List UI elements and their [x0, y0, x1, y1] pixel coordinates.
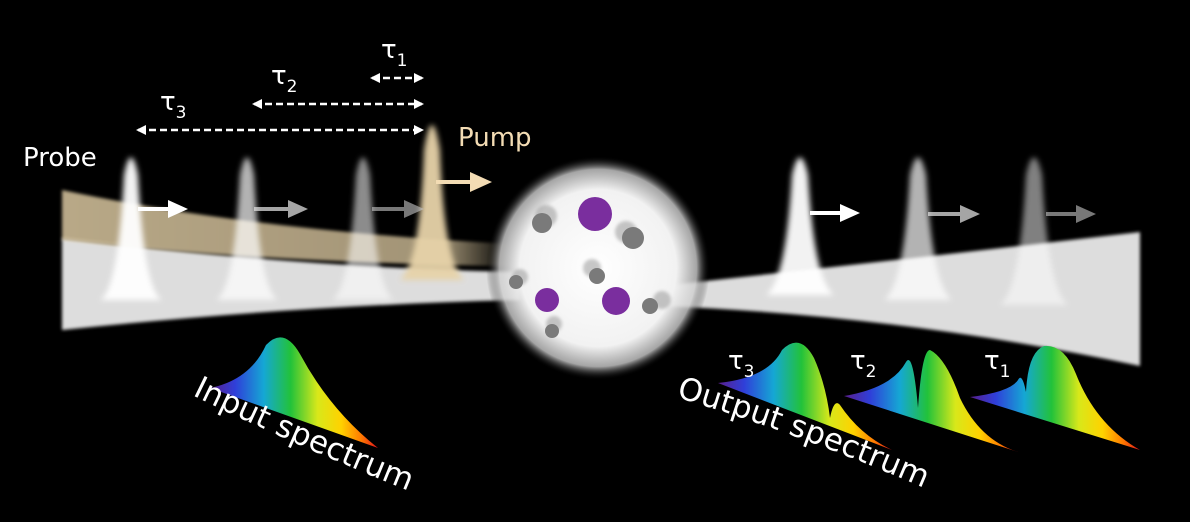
atom-large: [535, 288, 559, 312]
tau3-label: τ3: [160, 87, 186, 123]
atom-large: [602, 287, 630, 315]
atom-small: [545, 324, 559, 338]
pump-label: Pump: [458, 123, 532, 153]
probe-pulses-output: [766, 157, 1068, 305]
atom-small: [642, 298, 658, 314]
atom-small: [532, 213, 552, 233]
probe-pulses-input: [100, 157, 394, 300]
atoms: [509, 197, 671, 338]
output-spectrum-tau3: [718, 342, 892, 450]
fiber-left: [62, 238, 520, 330]
arrow-right-icon: [928, 205, 980, 223]
arrow-right-icon: [254, 200, 308, 218]
output-spectrum-tau1: [970, 345, 1140, 450]
output-tau2-label: τ2: [850, 346, 876, 382]
tau1-label: τ1: [381, 35, 407, 71]
atom-small: [509, 275, 523, 289]
arrow-right-icon: [138, 200, 188, 218]
output-tau1-label: τ1: [984, 346, 1010, 382]
propagation-arrows: [138, 172, 1096, 223]
arrow-right-icon: [436, 172, 492, 192]
output-tau3-label: τ3: [728, 346, 754, 382]
pump-beam: [62, 190, 510, 266]
arrow-right-icon: [372, 200, 424, 218]
atom-large: [578, 197, 612, 231]
arrow-right-icon: [1046, 205, 1096, 223]
pump-pulse: [400, 125, 464, 280]
atom-small: [622, 227, 644, 249]
input-spectrum-curve: [210, 337, 378, 448]
probe-label: Probe: [23, 143, 97, 173]
atom-small: [589, 268, 605, 284]
tau2-label: τ2: [271, 61, 297, 97]
output-spectrum-tau2: [844, 350, 1018, 452]
delay-brackets: [136, 73, 424, 135]
arrow-right-icon: [810, 204, 860, 222]
